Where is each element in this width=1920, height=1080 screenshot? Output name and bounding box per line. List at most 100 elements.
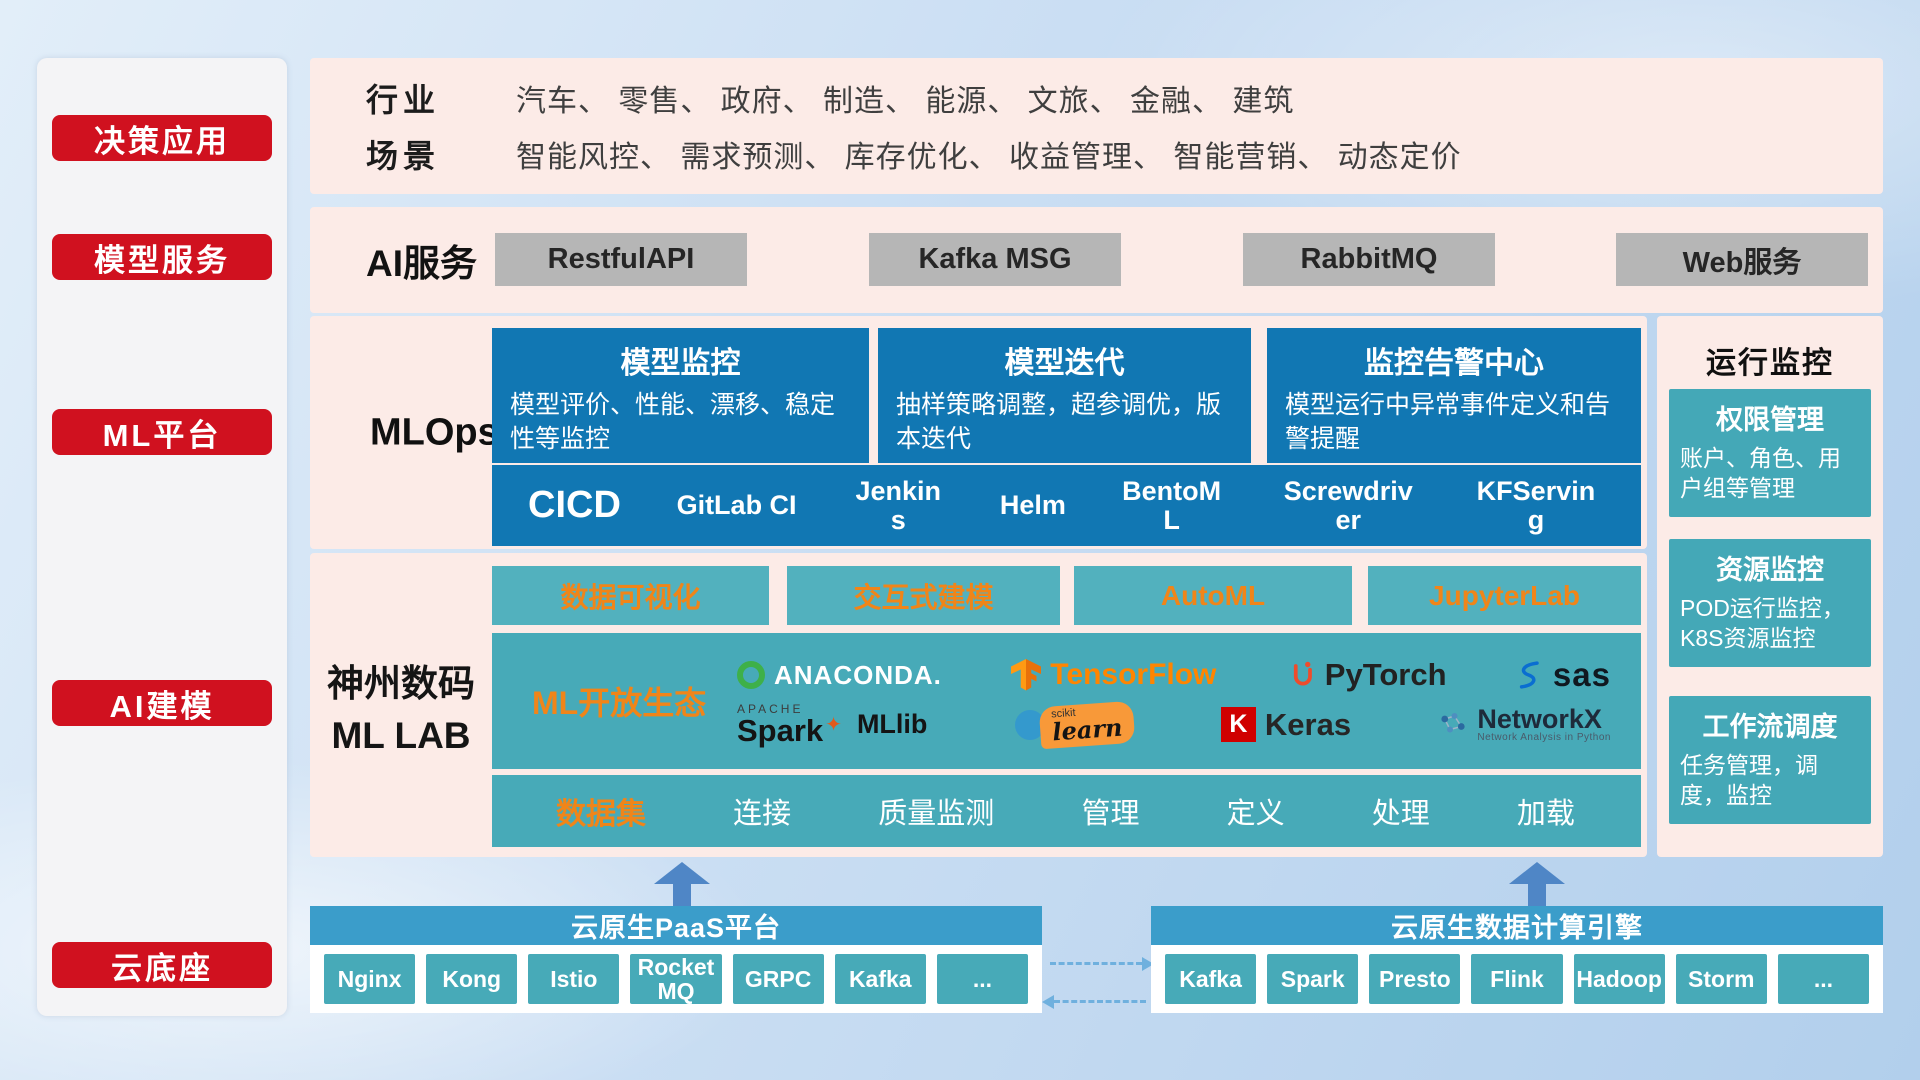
sas-logo: sas <box>1516 656 1611 694</box>
mllab-panel: 神州数码 ML LAB 数据可视化 交互式建模 AutoML JupyterLa… <box>310 553 1647 857</box>
alert-center-card: 监控告警中心 模型运行中异常事件定义和告警提醒 <box>1267 328 1641 463</box>
keras-icon: K <box>1220 707 1256 742</box>
engine-items: Kafka Spark Presto Flink Hadoop Storm ..… <box>1151 945 1883 1013</box>
engine-item-more: ... <box>1777 954 1869 1004</box>
networkx-icon <box>1441 712 1465 732</box>
scene-list: 智能风控、 需求预测、 库存优化、 收益管理、 智能营销、 动态定价 <box>516 140 1462 174</box>
model-monitor-card: 模型监控 模型评价、性能、漂移、稳定性等监控 <box>492 328 869 463</box>
sidebar-item-ai-modeling: AI建模 <box>52 680 272 726</box>
mllib-text: MLlib <box>856 709 928 739</box>
card-title: 权限管理 <box>1716 405 1824 435</box>
paas-item-istio: Istio <box>528 954 620 1004</box>
spark-wordmark: APACHE Spark ✦ <box>737 703 842 746</box>
tool-automl: AutoML <box>1074 566 1352 625</box>
card-desc: 任务管理，调度，监控 <box>1680 752 1818 808</box>
paas-item-grpc: GRPC <box>732 954 824 1004</box>
card-desc: 账户、角色、用户组等管理 <box>1680 445 1841 501</box>
mllab-label: 神州数码 ML LAB <box>310 553 492 857</box>
engine-header: 云原生数据计算引擎 <box>1151 906 1883 945</box>
restfulapi-chip: RestfulAPI <box>495 233 747 286</box>
dataset-item-process: 处理 <box>1371 798 1430 830</box>
mlops-panel: MLOps 模型监控 模型评价、性能、漂移、稳定性等监控 模型迭代 抽样策略调整… <box>310 316 1647 549</box>
logo-row: ANACONDA. TensorFlow <box>737 656 1611 694</box>
tensorflow-text: TensorFlow <box>1050 658 1217 691</box>
dataset-item-define: 定义 <box>1226 798 1285 830</box>
paas-items: Nginx Kong Istio RocketMQ GRPC Kafka ... <box>310 945 1042 1013</box>
dashed-arrow-right-icon <box>1050 957 1154 971</box>
industry-row: 行业 汽车、 零售、 政府、 制造、 能源、 文旅、 金融、 建筑 <box>366 75 1883 121</box>
dataset-label: 数据集 <box>556 798 646 831</box>
tool-data-visualization: 数据可视化 <box>492 566 769 625</box>
industry-scene-panel: 行业 汽车、 零售、 政府、 制造、 能源、 文旅、 金融、 建筑 场景 智能风… <box>310 58 1883 194</box>
rabbitmq-chip: RabbitMQ <box>1243 233 1495 286</box>
spark-mllib-logo: APACHE Spark ✦ MLlib <box>737 703 927 746</box>
cicd-item-jenkins: Jenkins <box>855 476 941 535</box>
engine-item-spark: Spark <box>1267 954 1359 1004</box>
scene-label: 场景 <box>366 137 441 174</box>
anaconda-icon <box>737 661 765 689</box>
web-service-chip: Web服务 <box>1616 233 1868 286</box>
learn-text: learn <box>1051 712 1123 746</box>
ai-service-panel: AI服务 RestfulAPI Kafka MSG RabbitMQ Web服务 <box>310 207 1883 313</box>
engine-item-flink: Flink <box>1471 954 1563 1004</box>
spark-text: Spark <box>737 713 824 748</box>
sas-text: sas <box>1552 656 1611 693</box>
card-title: 资源监控 <box>1716 555 1824 585</box>
left-rail: 决策应用 模型服务 ML平台 AI建模 云底座 <box>37 58 287 1016</box>
card-desc: 模型运行中异常事件定义和告警提醒 <box>1285 391 1611 453</box>
up-arrow-left-icon <box>654 862 710 906</box>
spark-star-icon: ✦ <box>825 714 842 736</box>
card-title: 模型迭代 <box>1004 347 1125 380</box>
card-desc: 模型评价、性能、漂移、稳定性等监控 <box>510 391 836 453</box>
card-title: 监控告警中心 <box>1364 347 1544 380</box>
paas-item-more: ... <box>936 954 1028 1004</box>
card-title: 工作流调度 <box>1702 712 1838 742</box>
logo-row: APACHE Spark ✦ MLlib scikit learn <box>737 700 1611 749</box>
paas-item-rocketmq: RocketMQ <box>630 954 722 1004</box>
card-desc: POD运行监控，K8S资源监控 <box>1680 595 1845 651</box>
dataset-item-connect: 连接 <box>733 798 792 830</box>
card-title: 模型监控 <box>620 347 741 380</box>
industry-list: 汽车、 零售、 政府、 制造、 能源、 文旅、 金融、 建筑 <box>516 85 1295 119</box>
engine-item-hadoop: Hadoop <box>1573 954 1665 1004</box>
cicd-item-bentoml: BentoML <box>1122 476 1222 535</box>
paas-item-kong: Kong <box>426 954 518 1004</box>
sas-icon <box>1519 661 1539 689</box>
keras-text: Keras <box>1264 706 1352 742</box>
model-iteration-card: 模型迭代 抽样策略调整，超参调优，版本迭代 <box>878 328 1251 463</box>
pytorch-text: PyTorch <box>1324 657 1447 692</box>
scikit-learn-badge: scikit learn <box>1038 700 1136 749</box>
sidebar-item-model-service: 模型服务 <box>52 234 272 280</box>
paas-header: 云原生PaaS平台 <box>310 906 1042 945</box>
scikit-learn-logo: scikit learn <box>1014 700 1136 749</box>
networkx-subtitle: Network Analysis in Python <box>1477 732 1611 744</box>
networkx-text: NetworkX <box>1477 704 1602 735</box>
dataset-item-load: 加载 <box>1516 798 1575 830</box>
cloud-paas-group: 云原生PaaS平台 Nginx Kong Istio RocketMQ GRPC… <box>310 906 1042 1013</box>
sidebar-item-cloud-base: 云底座 <box>52 942 272 988</box>
cicd-label: CICD <box>528 484 621 526</box>
mlops-label: MLOps <box>370 411 499 453</box>
networkx-wordmark: NetworkX Network Analysis in Python <box>1477 705 1611 744</box>
cicd-item-gitlab-ci: GitLab CI <box>676 490 797 521</box>
cloud-engine-group: 云原生数据计算引擎 Kafka Spark Presto Flink Hadoo… <box>1151 906 1883 1013</box>
workflow-schedule-card: 工作流调度 任务管理，调度，监控 <box>1669 696 1871 824</box>
anaconda-logo: ANACONDA. <box>737 660 942 691</box>
kafka-msg-chip: Kafka MSG <box>869 233 1121 286</box>
ecosystem-label: ML开放生态 <box>532 685 707 721</box>
ecosystem-logos: ANACONDA. TensorFlow <box>737 656 1611 749</box>
scene-row: 场景 智能风控、 需求预测、 库存优化、 收益管理、 智能营销、 动态定价 <box>366 131 1883 177</box>
networkx-logo: NetworkX Network Analysis in Python <box>1438 705 1611 744</box>
pytorch-logo: PyTorch <box>1286 657 1447 693</box>
sidebar-item-ml-platform: ML平台 <box>52 409 272 455</box>
keras-logo: K Keras <box>1220 706 1352 743</box>
dataset-item-quality: 质量监测 <box>878 798 995 830</box>
paas-item-kafka: Kafka <box>834 954 926 1004</box>
tool-jupyterlab: JupyterLab <box>1368 566 1641 625</box>
paas-item-nginx: Nginx <box>324 954 416 1004</box>
sidebar-item-decision-app: 决策应用 <box>52 115 272 161</box>
engine-item-presto: Presto <box>1369 954 1461 1004</box>
operation-monitor-panel: 运行监控 权限管理 账户、角色、用户组等管理 资源监控 POD运行监控，K8S资… <box>1657 316 1883 857</box>
resource-monitor-card: 资源监控 POD运行监控，K8S资源监控 <box>1669 539 1871 667</box>
mllab-label-line2: ML LAB <box>331 715 471 756</box>
